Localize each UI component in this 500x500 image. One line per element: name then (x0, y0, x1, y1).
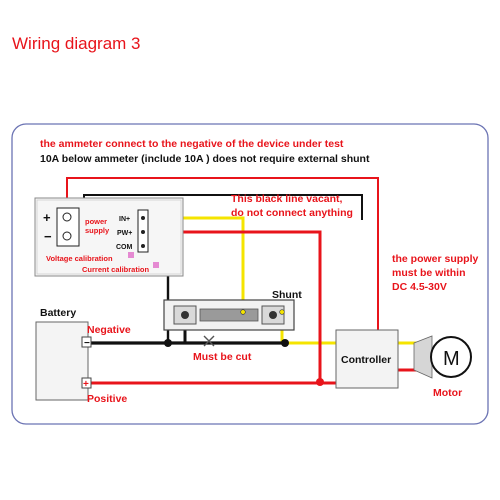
note-power-supply-1: the power supply (392, 253, 479, 265)
motor-label: Motor (433, 387, 462, 399)
meter-power-supply-2: supply (85, 226, 110, 235)
terminal-minus (62, 231, 72, 241)
must-be-cut-label: Must be cut (193, 351, 252, 363)
battery-pos-sign: + (83, 379, 89, 390)
note-ammeter-negative: the ammeter connect to the negative of t… (40, 138, 344, 150)
wire-red-pw (146, 230, 322, 382)
diagram-title: Wiring diagram 3 (12, 34, 141, 53)
controller (335, 329, 399, 389)
voltage-calibration-label: Voltage calibration (46, 254, 113, 263)
positive-label: Positive (87, 393, 127, 405)
note-black-line-vacant: This black line vacant, (231, 193, 343, 205)
battery-label: Battery (40, 307, 76, 319)
meter-module: + − power supply IN+ PW+ COM Voltage cal… (34, 197, 184, 277)
negative-label: Negative (87, 324, 131, 336)
battery-neg-sign: − (84, 338, 90, 349)
junction-positive (316, 378, 324, 386)
motor-symbol: M (443, 348, 460, 370)
outer-frame (11, 123, 489, 425)
note-no-external-shunt: 10A below ammeter (include 10A ) does no… (40, 153, 370, 165)
voltage-trimmer-icon (128, 252, 134, 258)
terminal-com-label: COM (116, 244, 133, 251)
terminal-in-label: IN+ (119, 216, 130, 223)
motor-icon (413, 335, 472, 379)
cut-mark-icon (203, 335, 215, 347)
shunt-label: Shunt (272, 289, 302, 301)
controller-label: Controller (341, 354, 391, 366)
current-calibration-label: Current calibration (82, 265, 150, 274)
battery (35, 321, 92, 401)
meter-plus-sign: + (43, 210, 51, 225)
note-do-not-connect: do not connect anything (231, 207, 353, 219)
junction-shunt-right (281, 339, 289, 347)
terminal-plus (62, 212, 72, 222)
meter-power-supply-1: power (85, 217, 107, 226)
junction-negative (164, 339, 172, 347)
current-trimmer-icon (153, 262, 159, 268)
meter-minus-sign: − (44, 229, 52, 244)
terminal-pw-label: PW+ (117, 230, 132, 237)
note-power-supply-2: must be within (392, 267, 466, 279)
note-power-supply-3: DC 4.5-30V (392, 281, 447, 293)
shunt (163, 299, 295, 331)
